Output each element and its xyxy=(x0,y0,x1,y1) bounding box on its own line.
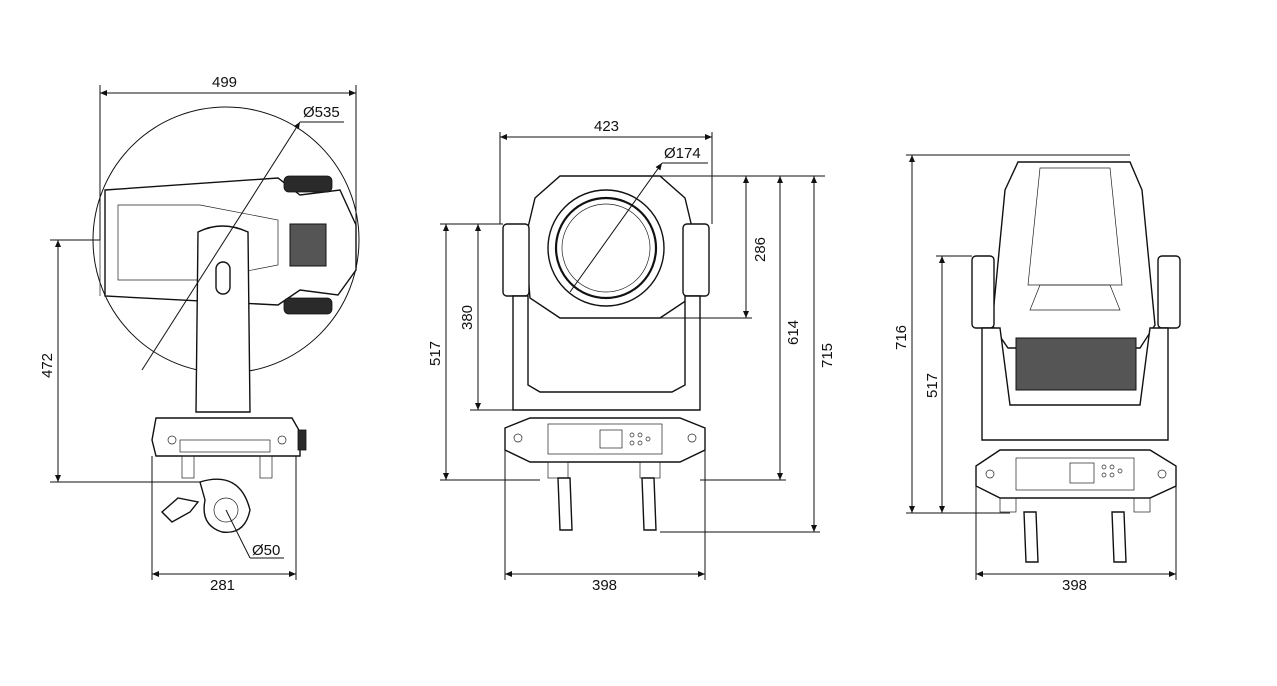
side-view: 499 Ø535 472 281 Ø50 xyxy=(39,74,360,594)
back-handle-left xyxy=(971,255,995,329)
side-fin-bottom xyxy=(283,297,333,315)
side-connector xyxy=(297,429,307,451)
front-yoke xyxy=(512,295,701,411)
dim-front-height-715: 715 xyxy=(819,343,836,368)
side-yoke-knob xyxy=(215,261,231,295)
dim-front-base-width: 398 xyxy=(592,577,617,594)
dim-back-height-517: 517 xyxy=(924,373,941,398)
dim-front-width: 423 xyxy=(594,118,619,135)
side-yoke-arm xyxy=(195,225,251,413)
back-vent-grille xyxy=(1015,337,1137,391)
dim-yoke-height: 380 xyxy=(459,305,476,330)
dim-head-height: 286 xyxy=(752,237,769,262)
front-lens-outer xyxy=(547,189,665,307)
front-display xyxy=(599,429,623,449)
dim-clamp-diameter: Ø50 xyxy=(252,542,280,559)
side-clamp-handle xyxy=(160,497,200,523)
front-handle-right xyxy=(682,223,710,297)
back-clamp-right xyxy=(1111,511,1127,563)
front-view: 423 Ø174 286 614 715 380 517 398 xyxy=(427,118,836,594)
front-handle-left xyxy=(502,223,530,297)
side-fin-top xyxy=(283,175,333,193)
back-display xyxy=(1069,462,1095,484)
back-base xyxy=(975,449,1177,499)
dim-side-base-width: 281 xyxy=(210,577,235,594)
dim-front-height-614: 614 xyxy=(785,320,802,345)
dim-lens-diameter: Ø174 xyxy=(664,145,701,162)
front-clamp-left xyxy=(557,477,573,531)
front-clamp-right xyxy=(641,477,657,531)
dim-side-swing-diameter: Ø535 xyxy=(303,104,340,121)
back-handle-right xyxy=(1157,255,1181,329)
side-vent xyxy=(289,223,327,267)
back-head xyxy=(991,161,1156,349)
dim-side-width: 499 xyxy=(212,74,237,91)
back-yoke xyxy=(981,327,1169,441)
back-view: 716 517 398 xyxy=(893,154,1181,594)
dim-back-base-width: 398 xyxy=(1062,577,1087,594)
dim-back-height-716: 716 xyxy=(893,325,910,350)
front-base xyxy=(504,417,706,463)
dim-side-height: 472 xyxy=(39,353,56,378)
front-lens-inner xyxy=(554,196,658,300)
back-clamp-left xyxy=(1023,511,1039,563)
dim-front-height-517: 517 xyxy=(427,341,444,366)
side-clamp xyxy=(199,478,251,534)
side-base xyxy=(151,417,301,457)
